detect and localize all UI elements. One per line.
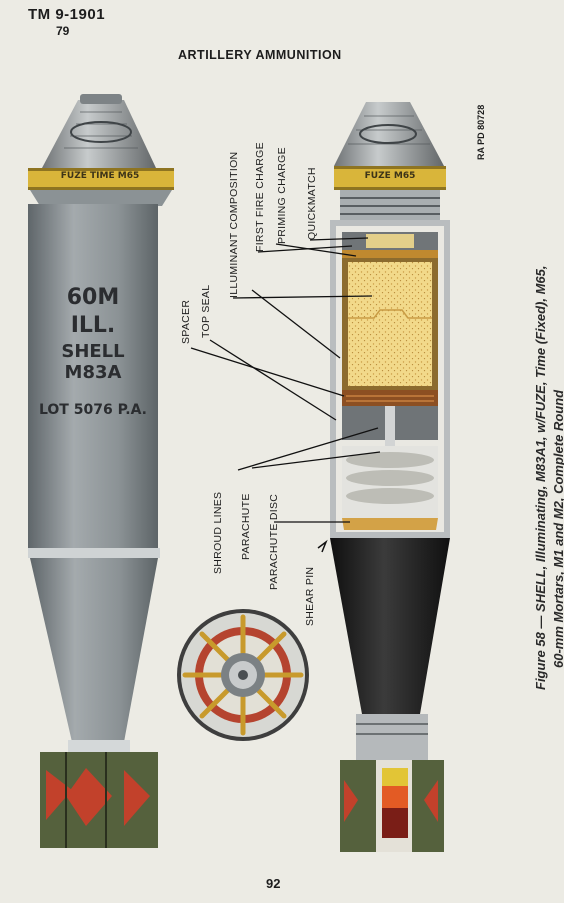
stencil-model: SHELL M83A	[61, 341, 125, 383]
shell-exterior	[28, 94, 174, 848]
label-illuminant-composition: ILLUMINANT COMPOSITION	[228, 151, 240, 298]
label-quickmatch: QUICKMATCH	[306, 167, 318, 240]
label-priming-charge: PRIMING CHARGE	[276, 147, 288, 244]
stencil-lot: LOT 5076 P.A.	[38, 402, 147, 418]
cutaway-fuze-band-marking: FUZE M65	[364, 171, 416, 181]
stencil-caliber: 60M	[66, 285, 120, 310]
label-parachute-disc: PARACHUTE DISC	[268, 493, 280, 590]
fuze-band-marking: FUZE TIME M65	[60, 171, 140, 181]
callout-leaders	[190, 237, 381, 523]
caption-line-1: Figure 58 — SHELL, Illuminating, M83A1, …	[533, 265, 548, 691]
shell-cutaway	[330, 102, 450, 852]
label-parachute: PARACHUTE	[240, 493, 252, 560]
caption-line-2: 60-mm Mortars, M1 and M2, Complete Round	[551, 389, 564, 668]
figure-caption: Figure 58 — SHELL, Illuminating, M83A1, …	[532, 266, 564, 691]
manual-page-number: 79	[56, 24, 70, 38]
page-number: 92	[266, 876, 281, 891]
tail-end-view	[177, 609, 309, 741]
stencil-type: ILL.	[70, 313, 116, 338]
label-spacer: SPACER	[180, 299, 192, 344]
label-first-fire-charge: FIRST FIRE CHARGE	[254, 142, 266, 252]
section-title: ARTILLERY AMMUNITION	[178, 48, 342, 62]
label-shear-pin: SHEAR PIN	[304, 566, 316, 626]
label-shroud-lines: SHROUD LINES	[212, 491, 224, 574]
label-top-seal: TOP SEAL	[200, 284, 212, 338]
reference-code: RA PD 80728	[476, 104, 486, 160]
manual-number: TM 9-1901	[28, 6, 106, 23]
